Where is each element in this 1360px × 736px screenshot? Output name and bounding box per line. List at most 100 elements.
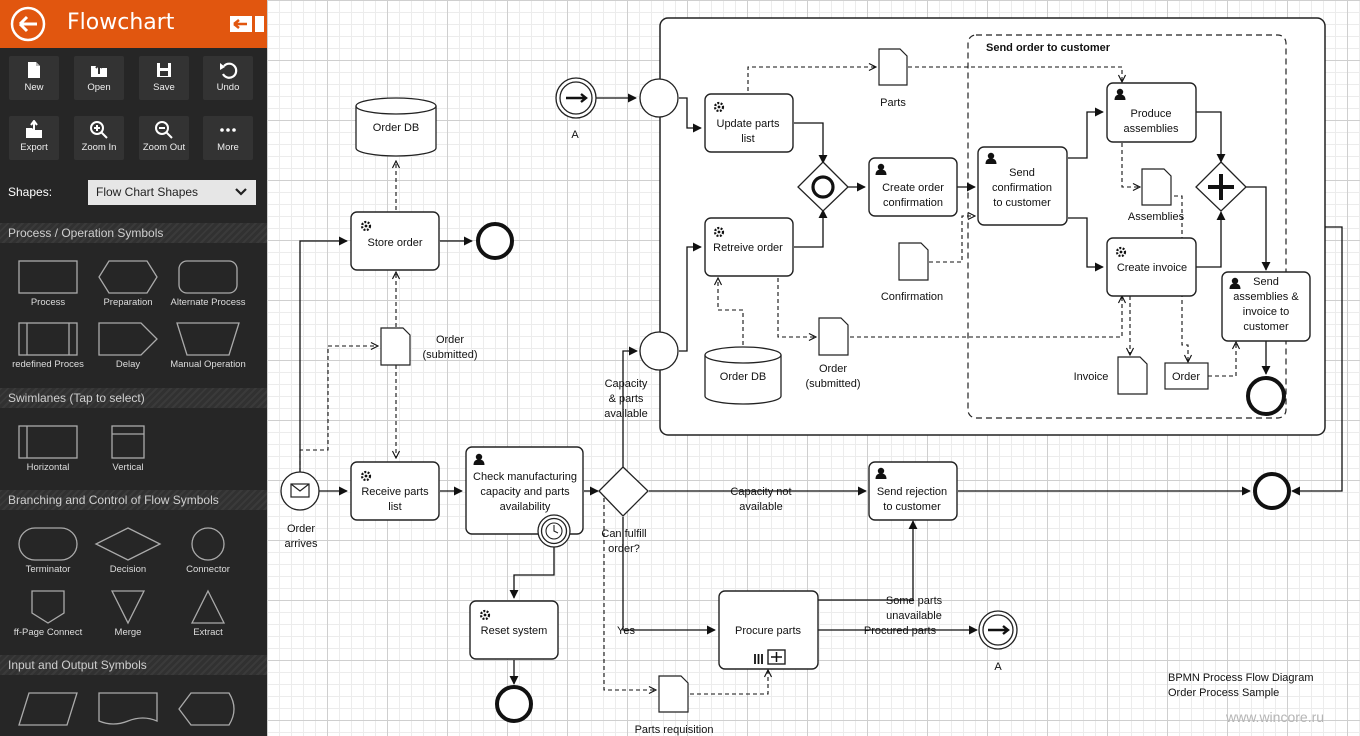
zoom-out-button[interactable]: Zoom Out: [139, 116, 189, 160]
capacity-available-line1: Capacity: [605, 378, 648, 390]
task-send-assemblies[interactable]: Send assemblies & invoice to customer: [1221, 271, 1311, 342]
save-icon: [157, 63, 171, 77]
shape-decision-label: Decision: [109, 564, 147, 575]
shape-display[interactable]: [168, 689, 248, 736]
predefined-process-shape-icon: [18, 322, 78, 356]
order-arrives-line1: Order: [287, 523, 315, 535]
shape-preparation[interactable]: Preparation: [88, 257, 168, 317]
task-produce-assemblies[interactable]: Produce assemblies: [1106, 82, 1197, 143]
shape-swimlane-vertical[interactable]: Vertical: [88, 422, 168, 482]
task-check-manufacturing[interactable]: Check manufacturing capacity and parts a…: [465, 446, 584, 535]
back-button[interactable]: [10, 6, 46, 42]
task-receive-parts-list[interactable]: Receive parts list: [350, 461, 440, 521]
gateway-parallel[interactable]: [1195, 161, 1247, 212]
shape-data[interactable]: [8, 689, 88, 736]
shape-vertical-label: Vertical: [112, 462, 144, 473]
section-branching-header: Branching and Control of Flow Symbols: [0, 490, 267, 510]
link-event-a-top[interactable]: [555, 77, 597, 119]
receive-parts-line2: list: [388, 501, 401, 513]
shape-terminator-label: Terminator: [25, 564, 71, 575]
update-parts-line1: Update parts: [717, 118, 780, 130]
pool-title: Send order to customer: [986, 42, 1111, 54]
shape-connector[interactable]: Connector: [168, 524, 248, 584]
shape-predefined-process-label: redefined Proces: [12, 359, 84, 370]
export-button[interactable]: Export: [9, 116, 59, 160]
order-db-store-inner[interactable]: Order DB: [704, 346, 782, 405]
shape-extract[interactable]: Extract: [168, 587, 248, 647]
watermark: www.wincore.ru: [1225, 709, 1324, 725]
shape-alternate-process[interactable]: Alternate Process: [168, 257, 248, 317]
title-bar: Flowchart: [0, 0, 267, 48]
shape-delay[interactable]: Delay: [88, 319, 168, 379]
timer-boundary-event[interactable]: [537, 514, 571, 548]
task-retreive-order[interactable]: Retreive order: [704, 217, 794, 277]
zoom-out-label: Zoom Out: [142, 142, 186, 153]
task-store-order[interactable]: Store order: [350, 211, 440, 271]
more-button[interactable]: More: [203, 116, 253, 160]
task-procure-parts[interactable]: Procure parts: [718, 590, 819, 670]
new-button[interactable]: New: [9, 56, 59, 100]
shape-off-page-connector[interactable]: ff-Page Connect: [8, 587, 88, 647]
plus-icon: [1208, 174, 1234, 200]
parts-requisition-doc-icon: [658, 675, 689, 713]
task-reset-system[interactable]: Reset system: [469, 600, 559, 660]
chevron-down-icon: [235, 188, 247, 196]
end-event-send-assemblies[interactable]: [1246, 376, 1286, 416]
reset-system-label: Reset system: [481, 625, 548, 637]
zoom-in-button[interactable]: Zoom In: [74, 116, 124, 160]
start-event-message[interactable]: [280, 471, 320, 511]
shape-process[interactable]: Process: [8, 257, 88, 317]
zoom-in-icon: [90, 121, 108, 139]
end-event-store-order[interactable]: [476, 222, 514, 260]
link-arrow-icon: [566, 93, 588, 103]
capacity-not-line2: available: [739, 501, 782, 513]
shapes-label: Shapes:: [8, 185, 53, 199]
terminator-shape-icon: [18, 527, 78, 561]
diagram-canvas[interactable]: Send order to customer: [267, 0, 1360, 736]
gateway-can-fulfill[interactable]: [598, 466, 649, 517]
invoice-doc-icon: [1117, 356, 1148, 395]
task-create-invoice[interactable]: Create invoice: [1106, 237, 1197, 297]
subprocess-send-order[interactable]: [967, 34, 1287, 419]
shape-document[interactable]: [88, 689, 168, 736]
end-event-main[interactable]: [1253, 472, 1291, 510]
parallel-multi-instance-icon: [754, 654, 763, 664]
task-send-confirmation[interactable]: Send confirmation to customer: [977, 146, 1068, 226]
shape-decision[interactable]: Decision: [88, 524, 168, 584]
open-button[interactable]: Open: [74, 56, 124, 100]
shape-predefined-process[interactable]: redefined Proces: [8, 319, 88, 379]
undo-button[interactable]: Undo: [203, 56, 253, 100]
capacity-available-line3: available: [604, 408, 647, 420]
confirmation-label: Confirmation: [881, 291, 943, 303]
link-event-a-bottom[interactable]: [978, 610, 1018, 650]
task-send-rejection[interactable]: Send rejection to customer: [868, 461, 958, 521]
shape-manual-operation[interactable]: Manual Operation: [168, 319, 248, 379]
section-io-header: Input and Output Symbols: [0, 655, 267, 675]
end-event-reset-system[interactable]: [495, 685, 533, 723]
connector-shape-icon: [191, 527, 225, 561]
new-label: New: [24, 82, 44, 93]
pool-start-event-bottom[interactable]: [639, 331, 679, 371]
shapes-dropdown[interactable]: Flow Chart Shapes: [88, 180, 256, 205]
sidebar: Flowchart New Open Save Undo Export Zoom…: [0, 0, 267, 736]
pool-start-event-top[interactable]: [639, 78, 679, 118]
task-create-order-confirmation[interactable]: Create order confirmation: [868, 157, 958, 217]
order-db-store-top[interactable]: Order DB: [355, 97, 437, 157]
save-button[interactable]: Save: [139, 56, 189, 100]
back-arrow-icon: [10, 6, 46, 42]
order-data-object[interactable]: [1164, 362, 1209, 390]
capacity-not-line1: Capacity not: [730, 486, 791, 498]
order-submitted-b-line1: Order: [819, 363, 847, 375]
save-label: Save: [153, 82, 175, 93]
store-order-label: Store order: [367, 237, 422, 249]
delay-shape-icon: [98, 322, 158, 356]
shape-terminator[interactable]: Terminator: [8, 524, 88, 584]
task-update-parts-list[interactable]: Update parts list: [704, 93, 794, 153]
collapse-panel-button[interactable]: [230, 14, 264, 34]
procured-parts-label: Procured parts: [864, 625, 937, 637]
gateway-inclusive[interactable]: [797, 161, 849, 212]
check-line2: capacity and parts: [480, 486, 570, 498]
shape-merge[interactable]: Merge: [88, 587, 168, 647]
some-parts-line2: unavailable: [886, 610, 942, 622]
shape-swimlane-horizontal[interactable]: Horizontal: [8, 422, 88, 482]
